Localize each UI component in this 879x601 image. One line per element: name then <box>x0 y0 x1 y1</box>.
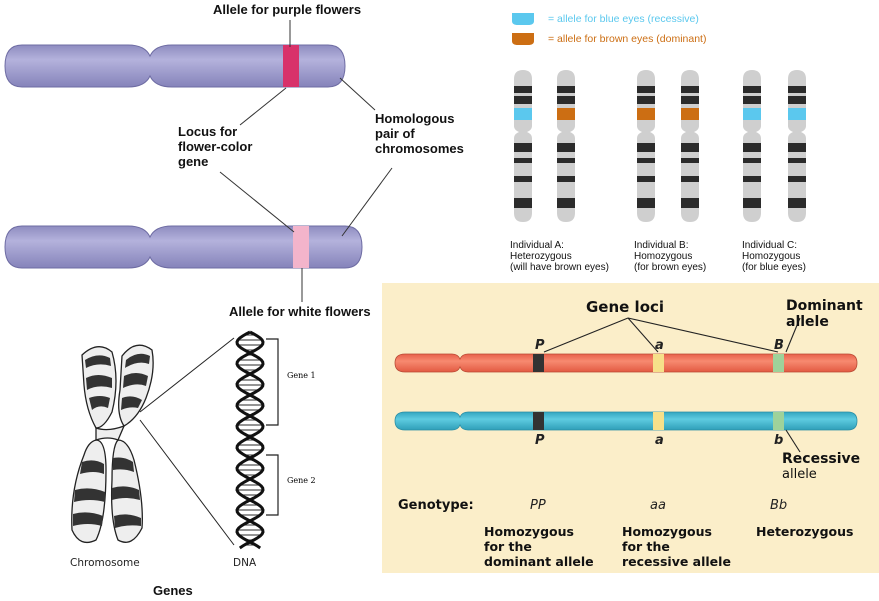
eye-color-allele-band <box>743 108 761 120</box>
eye-chromosome-band <box>514 198 532 208</box>
red-locus-B <box>773 354 784 372</box>
eye-chromosome-band <box>637 198 655 208</box>
eye-chromosome-band <box>788 176 806 182</box>
eye-chromosome-band <box>514 176 532 182</box>
eye-chromosome-band <box>743 96 761 104</box>
eye-chromosome-band <box>743 198 761 208</box>
genes-title: Genes <box>153 583 193 598</box>
eye-chromosome-band <box>557 176 575 182</box>
genotype-Bb: Bb <box>770 498 788 513</box>
eye-chromosome-band <box>788 96 806 104</box>
blue-locus-b <box>773 412 784 430</box>
genotype-label: Genotype: <box>398 498 474 513</box>
purple-allele-band <box>283 45 299 87</box>
chromosome-label: Chromosome <box>70 557 140 569</box>
recessive-label: Recessive <box>782 451 861 467</box>
gene-loci-label: Gene loci <box>586 298 665 316</box>
allele-purple-label: Allele for purple flowers <box>213 2 362 17</box>
eye-chromosome-band <box>557 143 575 152</box>
x-to-dna-lines <box>139 337 235 546</box>
eye-chromosome-band <box>514 86 532 93</box>
eye-chromosome-band <box>681 176 699 182</box>
eye-chromosome-band <box>514 158 532 163</box>
legend-blue-swatch <box>512 13 534 25</box>
red-chromosome <box>394 353 858 373</box>
gene2-label: Gene 2 <box>287 476 316 485</box>
gene-brackets <box>266 338 279 516</box>
blue-locus-a <box>653 412 664 430</box>
purple-chromosome-top <box>4 44 346 88</box>
eye-chromosome-band <box>557 86 575 93</box>
individual-a-label: Individual A: Heterozygous (will have br… <box>510 240 609 273</box>
legend-blue-text: = allele for blue eyes (recessive) <box>548 13 699 25</box>
red-locus-a <box>653 354 664 372</box>
eye-chromosome-band <box>637 176 655 182</box>
x-chromosome-bands <box>73 353 150 528</box>
eye-chromosome-band <box>788 143 806 152</box>
eye-chromosome-band <box>514 143 532 152</box>
eye-chromosome-band <box>557 158 575 163</box>
eye-chromosome-band <box>557 198 575 208</box>
recessive-allele-label: allele <box>782 467 817 482</box>
dna-strand-1 <box>235 330 265 550</box>
allele-white-label: Allele for white flowers <box>229 304 371 319</box>
dna-label: DNA <box>233 557 257 569</box>
eye-chromosome-band <box>743 176 761 182</box>
individual-b-label: Individual B: Homozygous (for brown eyes… <box>634 240 707 273</box>
bottom-allele-P: P <box>535 433 545 448</box>
eye-chromosome-band <box>637 86 655 93</box>
eye-chromosome-band <box>557 96 575 104</box>
dominant-allele-label: Dominant allele <box>786 298 863 330</box>
desc-heterozygous: Heterozygous <box>756 524 854 539</box>
leader-lines-top-left <box>219 20 393 302</box>
eye-color-allele-band <box>788 108 806 120</box>
eye-chromosome-band <box>637 143 655 152</box>
eye-chromosome-band <box>788 158 806 163</box>
eye-color-allele-band <box>557 108 575 120</box>
eye-chromosome-band <box>743 86 761 93</box>
bottom-allele-b: b <box>774 433 784 448</box>
dna-helix <box>235 330 265 550</box>
blue-locus-P <box>533 412 544 430</box>
gene1-label: Gene 1 <box>287 371 316 380</box>
eye-chromosome-band <box>637 158 655 163</box>
genotype-PP: PP <box>530 498 546 513</box>
white-allele-band <box>293 226 309 268</box>
homologous-pair-label: Homologous pair of chromosomes <box>375 111 464 156</box>
top-allele-B: B <box>774 338 784 353</box>
eye-chromosome-band <box>681 143 699 152</box>
top-allele-P: P <box>535 338 545 353</box>
eye-chromosome-band <box>514 96 532 104</box>
legend-brown-swatch <box>512 33 534 45</box>
individual-c-label: Individual C: Homozygous (for blue eyes) <box>742 240 806 273</box>
eye-chromosome-band <box>681 96 699 104</box>
desc-homozygous-dominant: Homozygous for the dominant allele <box>484 524 594 569</box>
eye-color-allele-band <box>637 108 655 120</box>
dna-strand-2 <box>235 330 265 550</box>
red-locus-P <box>533 354 544 372</box>
eye-chromosome-band <box>788 198 806 208</box>
eye-color-allele-band <box>514 108 532 120</box>
genotype-aa: aa <box>650 498 666 513</box>
bottom-allele-a: a <box>655 433 664 448</box>
blue-chromosome <box>394 411 858 431</box>
eye-chromosome-band <box>637 96 655 104</box>
eye-chromosome-band <box>743 143 761 152</box>
desc-homozygous-recessive: Homozygous for the recessive allele <box>622 524 731 569</box>
locus-label: Locus for flower-color gene <box>178 124 253 169</box>
top-allele-a: a <box>655 338 664 353</box>
eye-chromosome-band <box>681 198 699 208</box>
eye-chromosome-band <box>681 86 699 93</box>
eye-chromosomes <box>514 70 806 222</box>
eye-color-allele-band <box>681 108 699 120</box>
eye-chromosome-band <box>743 158 761 163</box>
eye-chromosome-band <box>681 158 699 163</box>
legend-brown-text: = allele for brown eyes (dominant) <box>548 33 707 45</box>
eye-chromosome-band <box>788 86 806 93</box>
purple-chromosome-bottom <box>4 225 363 269</box>
gene-loci-lines <box>543 317 801 453</box>
